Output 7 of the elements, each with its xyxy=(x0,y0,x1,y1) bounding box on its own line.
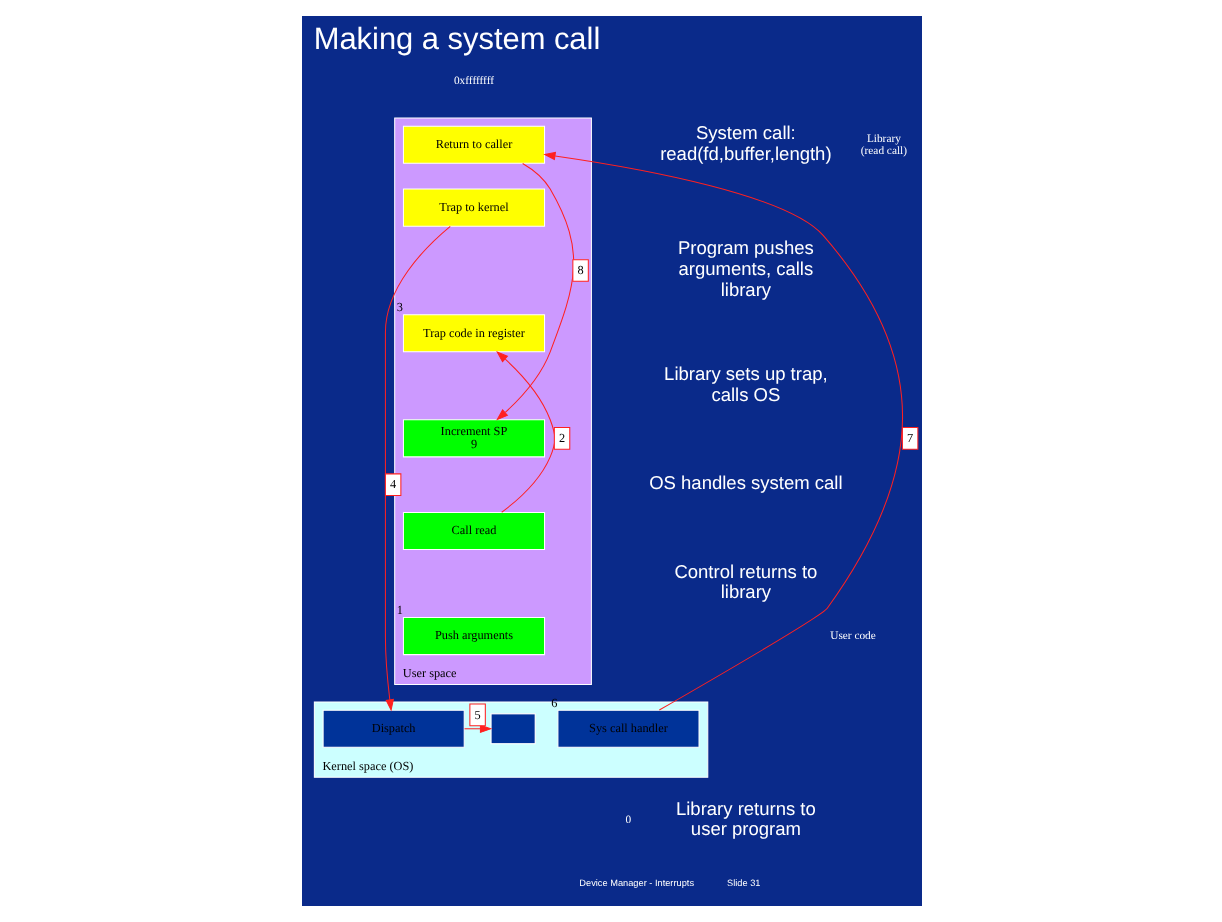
label: System call: read(fd,buffer,length) xyxy=(659,123,831,164)
label: Library returns to user program xyxy=(674,798,815,840)
label: OS handles system call xyxy=(648,473,842,494)
label: Program pushes arguments, calls library xyxy=(677,238,813,300)
diagram-title: Making a system call xyxy=(312,23,600,58)
label: Library sets up trap, calls OS xyxy=(663,364,827,405)
label: Control returns to library xyxy=(673,561,817,603)
